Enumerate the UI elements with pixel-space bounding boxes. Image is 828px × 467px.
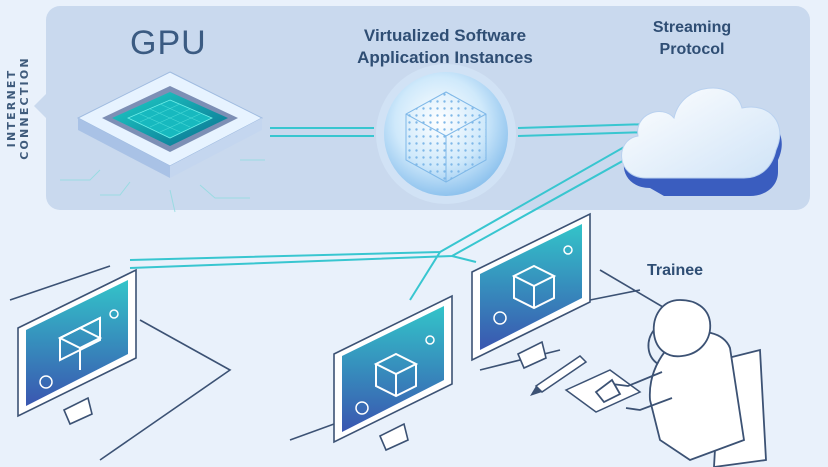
cube-sphere-icon — [376, 64, 516, 204]
gpu-label: GPU — [130, 24, 207, 62]
monitor-icon-left — [17, 268, 137, 426]
cloud-icon — [621, 87, 782, 196]
pen-icon — [530, 355, 588, 396]
monitor-icon-right — [471, 212, 591, 370]
virtualized-software-label: Virtualized Software Application Instanc… — [357, 26, 533, 67]
person-icon — [594, 299, 767, 467]
monitor-icon-center — [333, 294, 453, 452]
streaming-protocol-label: Streaming Protocol — [652, 19, 732, 58]
gpu-chip-icon — [60, 71, 265, 213]
connection-lines — [129, 123, 651, 301]
panel-notch — [34, 94, 46, 118]
trainee-label: Trainee — [646, 262, 704, 279]
